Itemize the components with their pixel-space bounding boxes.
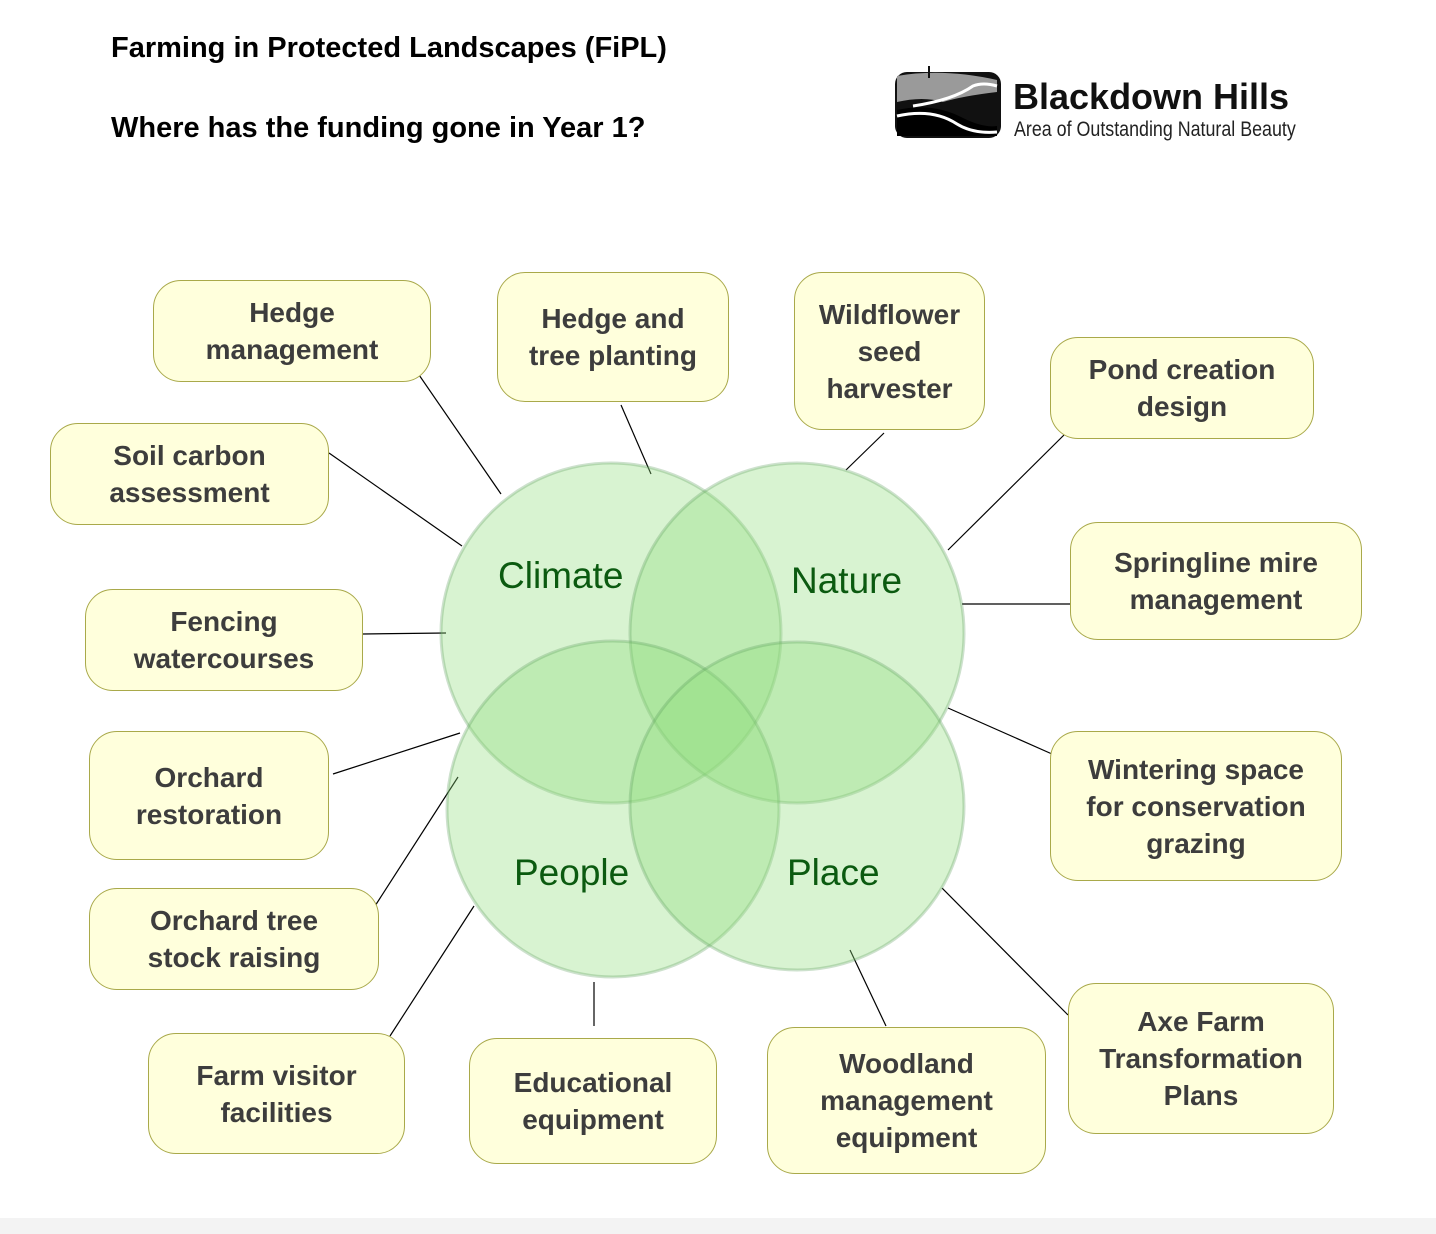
connector-line [332,732,461,775]
page-title: Farming in Protected Landscapes (FiPL) [111,32,667,64]
connector-line [389,905,475,1037]
project-wildflower-seed-harvester: Wildflower seed harvester [794,272,985,430]
project-wintering-space: Wintering space for conservation grazing [1050,731,1342,881]
project-label: Hedge and tree planting [528,303,697,371]
project-label: Orchard restoration [135,761,283,830]
circle-place [628,640,966,972]
project-label: Fencing watercourses [133,606,315,674]
project-label: Hedge management [205,297,379,365]
connector-lines [328,371,1070,1037]
project-label: Farm visitor facilities [196,1059,357,1128]
set-label-nature: Nature [791,560,902,601]
project-farm-visitor-facilities: Farm visitor facilities [148,1033,405,1154]
connector-line [845,432,885,471]
circle-people [445,639,781,979]
logo-title: Blackdown Hills [1013,76,1290,117]
circle-climate [439,461,783,805]
circle-nature [628,461,966,805]
set-label-place: Place [787,852,880,893]
project-woodland-management-equipment: Woodland management equipment [767,1027,1046,1174]
connector-line [362,632,447,635]
project-label: Wintering space for conservation grazing [1086,753,1306,859]
project-label: Educational equipment [513,1067,673,1135]
project-label: Orchard tree stock raising [147,905,321,973]
connector-line [849,949,887,1027]
project-label: Springline mire management [1114,547,1318,615]
project-orchard-tree-stock: Orchard tree stock raising [89,888,379,990]
project-springline-mire-management: Springline mire management [1070,522,1362,640]
connector-line [620,404,652,475]
page-subtitle: Where has the funding gone in Year 1? [111,112,646,144]
connector-line [416,371,502,495]
logo-tagline: Area of Outstanding Natural Beauty [1014,118,1296,141]
project-fencing-watercourses: Fencing watercourses [85,589,363,691]
project-hedge-tree-planting: Hedge and tree planting [497,272,729,402]
bottom-band [0,1218,1436,1234]
project-educational-equipment: Educational equipment [469,1038,717,1164]
project-orchard-restoration: Orchard restoration [89,731,329,860]
project-label: Soil carbon assessment [109,440,270,508]
set-label-climate: Climate [498,555,623,596]
project-axe-farm-plans: Axe Farm Transformation Plans [1068,983,1334,1134]
set-label-people: People [514,852,629,893]
project-pond-creation-design: Pond creation design [1050,337,1314,439]
connector-line [374,776,459,907]
connector-line [328,452,463,547]
blackdown-hills-logo: Blackdown Hills Area of Outstanding Natu… [893,66,1313,146]
project-label: Woodland management equipment [820,1048,993,1153]
project-label: Pond creation design [1088,354,1276,422]
project-label: Axe Farm Transformation Plans [1099,1006,1303,1111]
landscape-logo-icon [895,66,1001,138]
connector-line [947,432,1067,551]
connector-line [941,887,1069,1016]
project-label: Wildflower seed harvester [818,298,961,404]
connector-line [947,707,1053,755]
project-soil-carbon-assessment: Soil carbon assessment [50,423,329,525]
project-hedge-management: Hedge management [153,280,431,382]
